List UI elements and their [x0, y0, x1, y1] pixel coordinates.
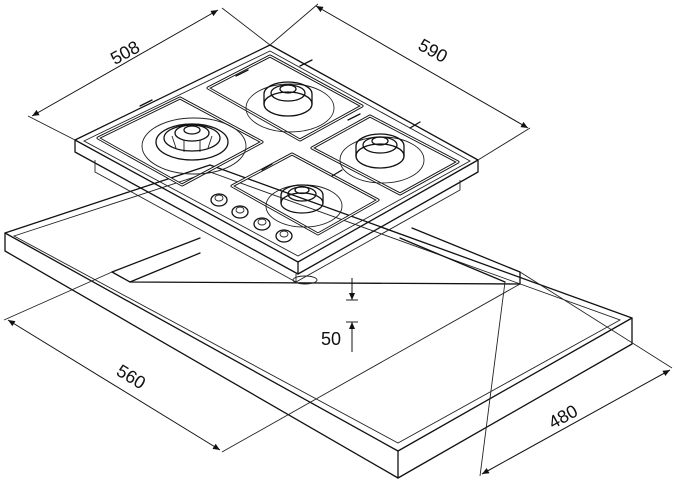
- dimension-590-label: 590: [415, 35, 451, 67]
- dimension-480-label: 480: [545, 401, 581, 433]
- dimension-50: 50: [321, 278, 358, 352]
- dimension-50-label: 50: [321, 329, 341, 349]
- burner-wok: [141, 117, 247, 175]
- countertop-slab: [4, 164, 633, 479]
- burner-right: [339, 133, 425, 184]
- gas-hob: [74, 44, 479, 285]
- dimension-480: 480: [479, 271, 673, 477]
- burner-back: [245, 81, 335, 133]
- dimension-508-label: 508: [107, 37, 143, 69]
- burner-front: [265, 184, 343, 228]
- control-knobs: [210, 193, 293, 243]
- countertop-cutout: [111, 227, 521, 285]
